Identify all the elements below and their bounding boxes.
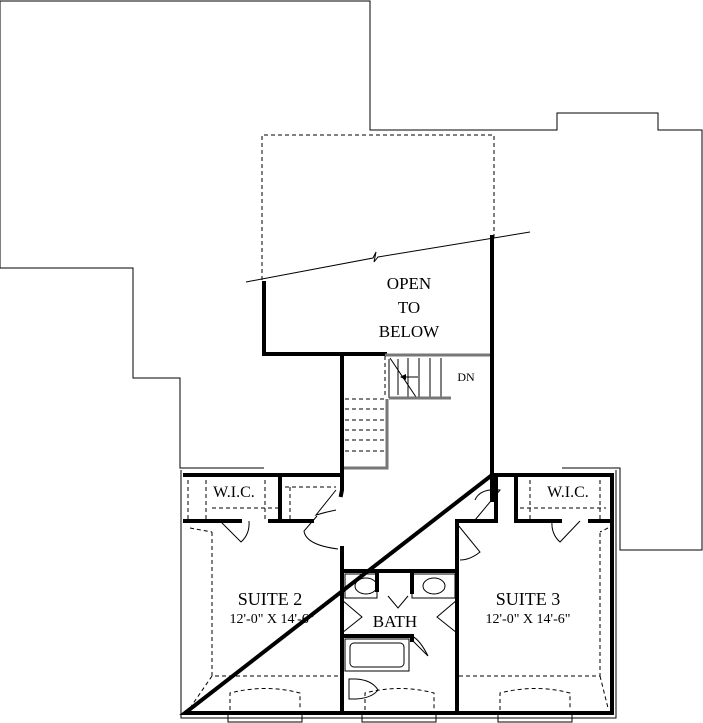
wic-right-label: W.I.C.: [547, 484, 589, 501]
suite-2-label: SUITE 2: [238, 589, 303, 609]
suite-2-dimensions: 12'-0" X 14'-6": [230, 612, 315, 627]
stair-arrow-icon: [400, 374, 406, 380]
open-to-below-line-1: OPEN: [387, 274, 431, 293]
stairs: [344, 353, 490, 470]
vanity-right: [411, 573, 456, 599]
exterior-wall-outer-line: [180, 470, 617, 719]
toilet-icon: [348, 678, 379, 700]
bath-fixtures: [344, 573, 456, 700]
open-to-below-line-2: TO: [398, 298, 420, 317]
sink-right-icon: [422, 577, 446, 595]
break-line: [245, 231, 531, 283]
tub-basin-icon: [349, 642, 405, 668]
sink-left-icon: [354, 577, 378, 595]
open-to-below-outline: [261, 134, 495, 280]
open-area-walls: [262, 235, 494, 502]
roof-outline: [0, 0, 703, 551]
wic-left-label: W.I.C.: [213, 484, 255, 501]
tub: [344, 638, 410, 672]
suite-3-dimensions: 12'-0" X 14'-6": [486, 612, 571, 627]
doors: [219, 489, 581, 657]
stair-down-label: DN: [457, 370, 475, 384]
open-to-below-line-3: BELOW: [379, 322, 440, 341]
suite-3-label: SUITE 3: [496, 589, 561, 609]
bath-label: BATH: [373, 612, 417, 631]
windows: [227, 688, 573, 723]
